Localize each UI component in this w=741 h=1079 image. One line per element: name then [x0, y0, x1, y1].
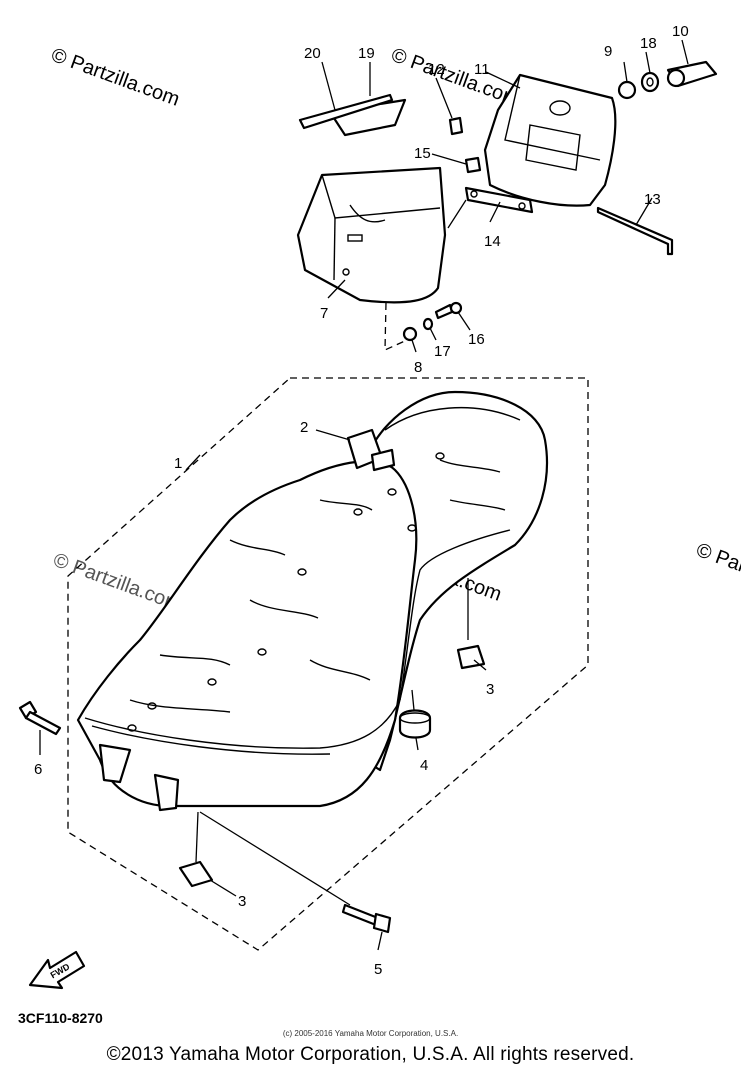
grommet-part-4: [398, 709, 432, 739]
leader-lines: [39, 39, 689, 951]
callout-10: 10: [672, 23, 689, 40]
forward-arrow-icon: FWD: [28, 950, 86, 990]
callout-18: 18: [640, 35, 657, 52]
callout-4: 4: [420, 757, 428, 774]
seat-buttons: [127, 452, 445, 732]
washer-part-9: [617, 80, 637, 100]
callout-16: 16: [468, 331, 485, 348]
seat-rear-stitch: [384, 407, 521, 431]
rod-part-13: [596, 206, 674, 256]
callout-13: 13: [644, 191, 661, 208]
lock-part-10: [666, 60, 718, 88]
strap-part-20: [298, 93, 394, 130]
seat-side-stitch: [91, 725, 331, 755]
small-copyright: (c) 2005-2016 Yamaha Motor Corporation, …: [282, 1029, 459, 1038]
seat-front-bracket-b: [153, 773, 180, 812]
callout-15: 15: [414, 145, 431, 162]
washer-part-17: [422, 317, 434, 331]
bracket-part-14: [464, 186, 534, 214]
callouts: 1 2 3 3 4 5 6 7 8 9 10 11 12 13 14 15 16…: [34, 23, 689, 978]
seat-center-piping: [399, 529, 511, 701]
strap-part-2: [346, 428, 396, 472]
watermark-top-left: © Partzilla.com: [48, 44, 182, 111]
bolt-part-5: [341, 903, 392, 934]
watermark-right-edge: © Partzilla.com: [693, 539, 741, 606]
nut-part-15: [464, 156, 482, 174]
seat-front-bracket-a: [98, 743, 132, 784]
callout-8: 8: [414, 359, 422, 376]
seat-main-body: [76, 460, 418, 808]
washer-part-18: [402, 326, 418, 342]
housing-part-11: [483, 73, 617, 207]
callout-9: 9: [604, 43, 612, 60]
callout-14: 14: [484, 233, 501, 250]
seat-assembly-boundary: [67, 377, 589, 951]
callout-3-upper: 3: [486, 681, 494, 698]
callout-12: 12: [428, 61, 445, 78]
damper-part-3-lower: [178, 860, 214, 888]
nut-part-8: [640, 71, 660, 93]
watermark-top-right: © Partzilla.com: [388, 44, 522, 111]
callout-2: 2: [300, 419, 308, 436]
bolt-part-6: [18, 700, 62, 736]
seat-wrinkles: [129, 459, 506, 713]
callout-1: 1: [174, 455, 182, 472]
clip-part-12: [448, 116, 464, 136]
callout-17: 17: [434, 343, 451, 360]
callout-5: 5: [374, 961, 382, 978]
seat-part-1: [76, 390, 549, 812]
screw-part-16: [434, 301, 463, 320]
cover-part-7: [296, 166, 447, 304]
callout-7: 7: [320, 305, 328, 322]
cover-mount-guide: [384, 254, 408, 352]
diagram-code: 3CF110-8270: [18, 1010, 103, 1026]
callout-19: 19: [358, 45, 375, 62]
callout-11: 11: [474, 61, 490, 78]
copyright-footer: ©2013 Yamaha Motor Corporation, U.S.A. A…: [106, 1044, 635, 1065]
callout-3-lower: 3: [238, 893, 246, 910]
callout-6: 6: [34, 761, 42, 778]
callout-20: 20: [304, 45, 321, 62]
